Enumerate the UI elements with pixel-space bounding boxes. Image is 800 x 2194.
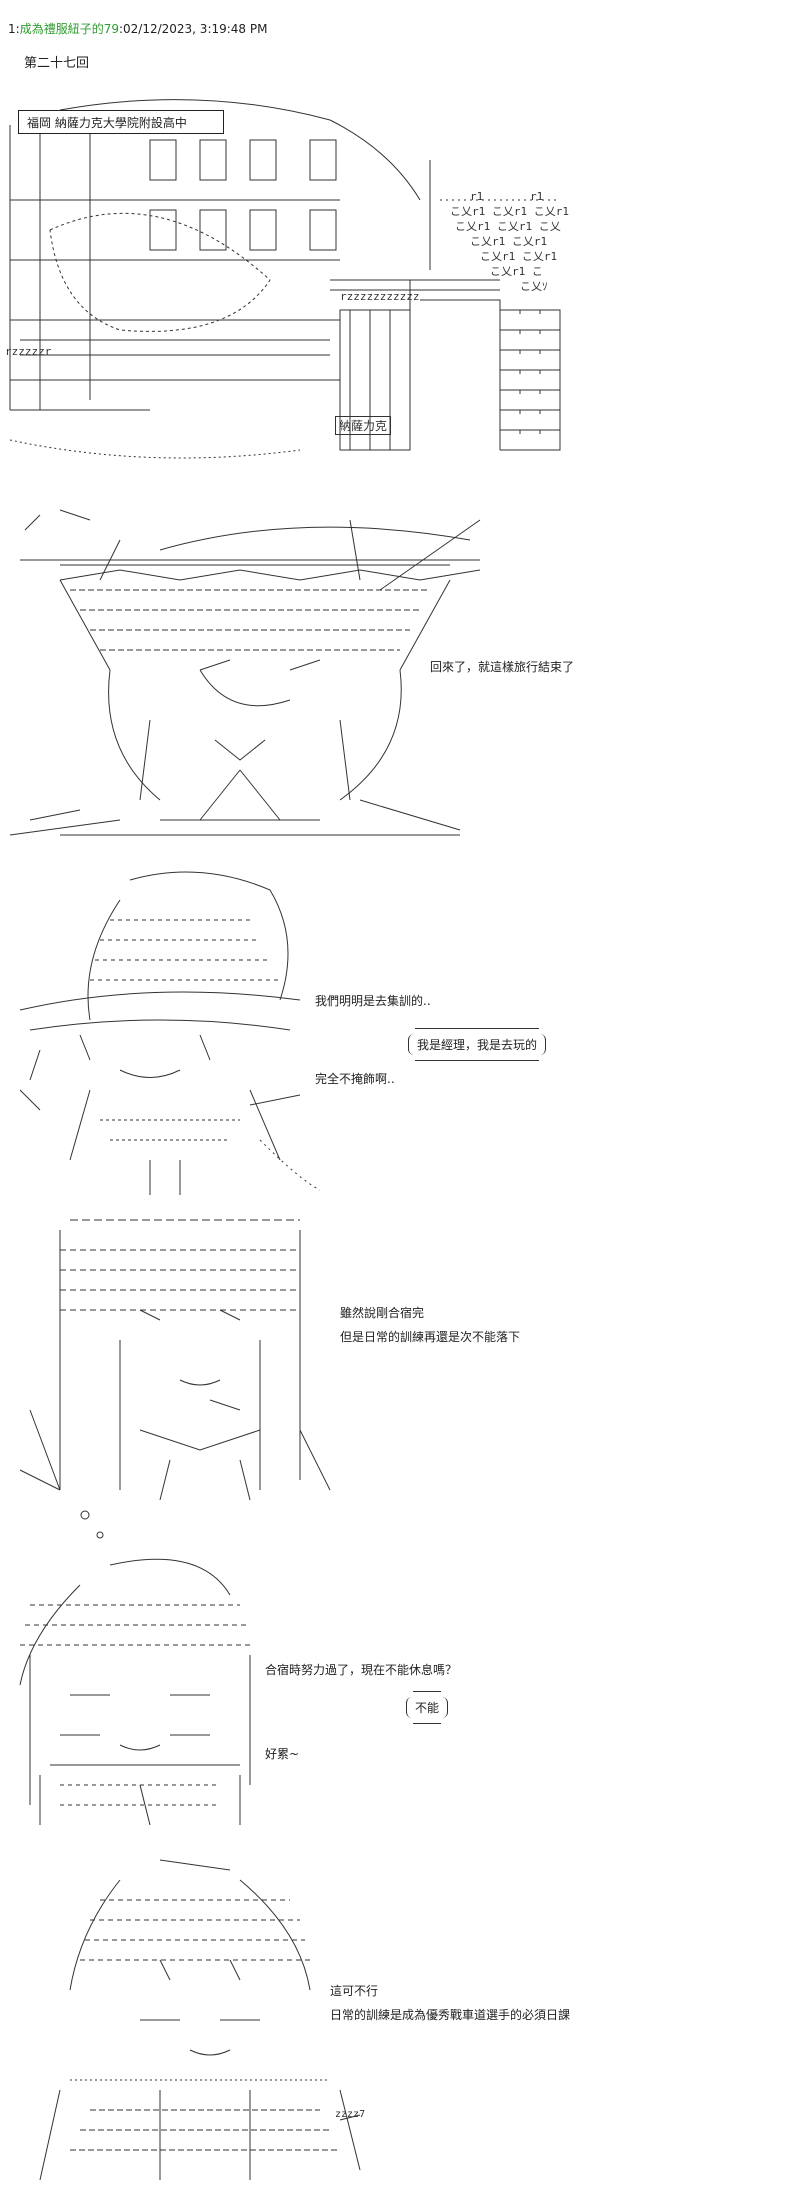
svg-text:こ乂r1 こ乂r1: こ乂r1 こ乂r1 <box>470 235 547 248</box>
post-timestamp: 02/12/2023, 3:19:48 PM <box>123 22 268 36</box>
tired-line-1: 合宿時努力過了，現在不能休息嗎？ <box>265 1663 458 1677</box>
tired-line-2: 好累~ <box>265 1747 300 1761</box>
lesson-line-1: 這可不行 <box>330 1984 379 1998</box>
training-camp-art <box>19 871 321 1195</box>
school-sign: 福岡 納薩力克大學院附設高中 <box>18 110 224 134</box>
return-scene-art <box>9 509 481 836</box>
svg-text:こ乂r1 こ乂r1: こ乂r1 こ乂r1 <box>480 250 557 263</box>
school-nameplate: 納薩力克 <box>335 416 392 435</box>
svg-text:r1: r1 <box>530 190 543 203</box>
poster-name[interactable]: 成為禮服紐子的79 <box>19 22 119 36</box>
scene-daily-training: 雖然說剛合宿完 但是日常的訓練再還是次不能落下 <box>0 1210 800 1500</box>
svg-text:こ乂r1 こ乂r1 こ乂r1: こ乂r1 こ乂r1 こ乂r1 <box>450 205 569 218</box>
cannot-bubble: 不能 <box>406 1691 449 1724</box>
lesson-line-2: 日常的訓練是成為優秀戰車道選手的必須日課 <box>330 2008 571 2022</box>
chapter-title: 第二十七回 <box>24 56 90 71</box>
svg-text:r1: r1 <box>470 190 483 203</box>
svg-text:rzzzzzr: rzzzzzr <box>5 345 52 358</box>
school-building-art: r1 r1 こ乂r1 こ乂r1 こ乂r1 こ乂r1 こ乂r1 こ乂 こ乂r1 こ乂… <box>5 99 569 459</box>
svg-text:こ乂ｿ: こ乂ｿ <box>520 280 548 293</box>
tired-girl-art <box>19 1510 251 1826</box>
daily-training-art <box>19 1219 331 1500</box>
scene-daily-lesson: zzzz7 這可不行 日常的訓練是成為優秀戰車道選手的必須日課 <box>0 1850 800 2194</box>
manager-bubble: 我是經理，我是去玩的 <box>408 1028 547 1061</box>
post-number: 1 <box>8 22 16 36</box>
camp-line-2: 完全不掩飾啊.. <box>315 1072 395 1086</box>
post-header: 1:成為禮服紐子的79:02/12/2023, 3:19:48 PM <box>8 22 268 36</box>
svg-text:zzzz7: zzzz7 <box>335 2109 365 2120</box>
training-line-2: 但是日常的訓練再還是次不能落下 <box>340 1330 521 1344</box>
strict-girl-art: zzzz7 <box>39 1859 365 2181</box>
scene-training-camp: 我們明明是去集訓的.. 我是經理，我是去玩的 完全不掩飾啊.. <box>0 860 800 1200</box>
camp-line-1: 我們明明是去集訓的.. <box>315 994 431 1008</box>
training-line-1: 雖然說剛合宿完 <box>340 1306 425 1320</box>
svg-text:rzzzzzzzzzzz: rzzzzzzzzzzz <box>340 290 419 303</box>
svg-text:こ乂r1 こ乂r1 こ乂: こ乂r1 こ乂r1 こ乂 <box>455 220 561 233</box>
scene-school-building: r1 r1 こ乂r1 こ乂r1 こ乂r1 こ乂r1 こ乂r1 こ乂 こ乂r1 こ乂… <box>0 80 800 480</box>
scene-return: 回來了，就這樣旅行結束了 <box>0 500 800 840</box>
svg-text:こ乂r1 こ: こ乂r1 こ <box>490 265 543 278</box>
return-caption: 回來了，就這樣旅行結束了 <box>430 660 575 674</box>
scene-tired: 合宿時努力過了，現在不能休息嗎？ 不能 好累~ <box>0 1505 800 1835</box>
